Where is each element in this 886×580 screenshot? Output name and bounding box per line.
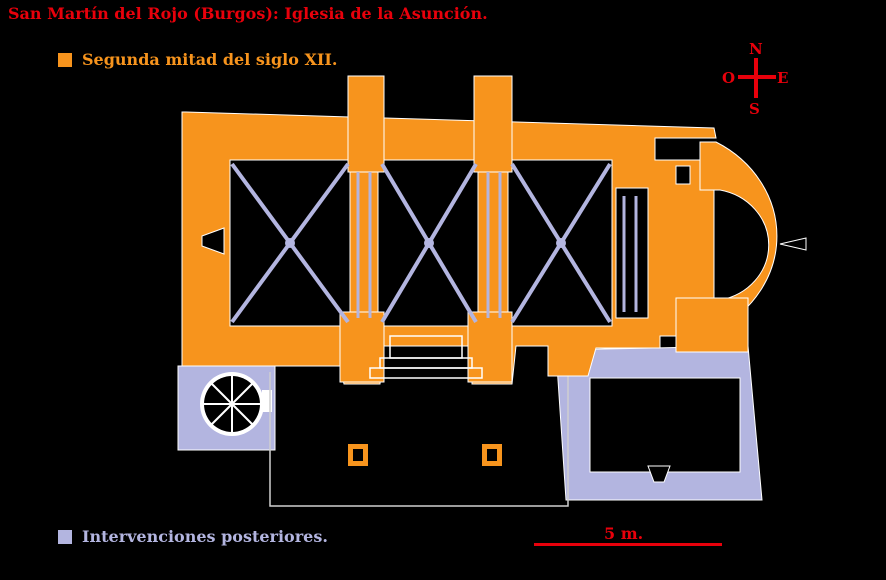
buttress-north-2 — [473, 75, 513, 173]
porch-outline — [269, 372, 569, 507]
compass-rose: N S E O — [722, 40, 790, 118]
buttress-north-1 — [347, 75, 385, 173]
legend-swatch-orange — [58, 52, 72, 67]
doorway-steps — [369, 335, 483, 379]
legend-swatch-lavender — [58, 529, 72, 544]
compass-west: O — [722, 69, 736, 87]
apse-window — [779, 237, 807, 251]
vault-keystones — [285, 238, 566, 248]
diagram-title: San Martín del Rojo (Burgos): Iglesia de… — [8, 4, 488, 23]
compass-south: S — [749, 100, 760, 118]
spiral-stair-steps — [204, 376, 260, 432]
stair-door — [262, 390, 272, 412]
legend-label-later: Intervenciones posteriores. — [82, 527, 328, 546]
scale-label: 5 m. — [604, 524, 644, 543]
compass-east: E — [777, 69, 789, 87]
romanesque-structure — [181, 75, 778, 385]
legend-item-later: Intervenciones posteriores. — [58, 527, 328, 546]
sacristy-window — [647, 465, 671, 483]
scale-bar — [534, 543, 722, 546]
buttress-south-2 — [467, 311, 513, 383]
buttress-south-1 — [339, 311, 385, 383]
west-window — [201, 227, 225, 255]
transverse-arches — [356, 172, 638, 318]
apse-south-chapel — [675, 297, 749, 353]
legend-item-romanesque: Segunda mitad del siglo XII. — [58, 50, 337, 69]
compass-north: N — [749, 40, 763, 58]
legend-label-romanesque: Segunda mitad del siglo XII. — [82, 50, 338, 69]
